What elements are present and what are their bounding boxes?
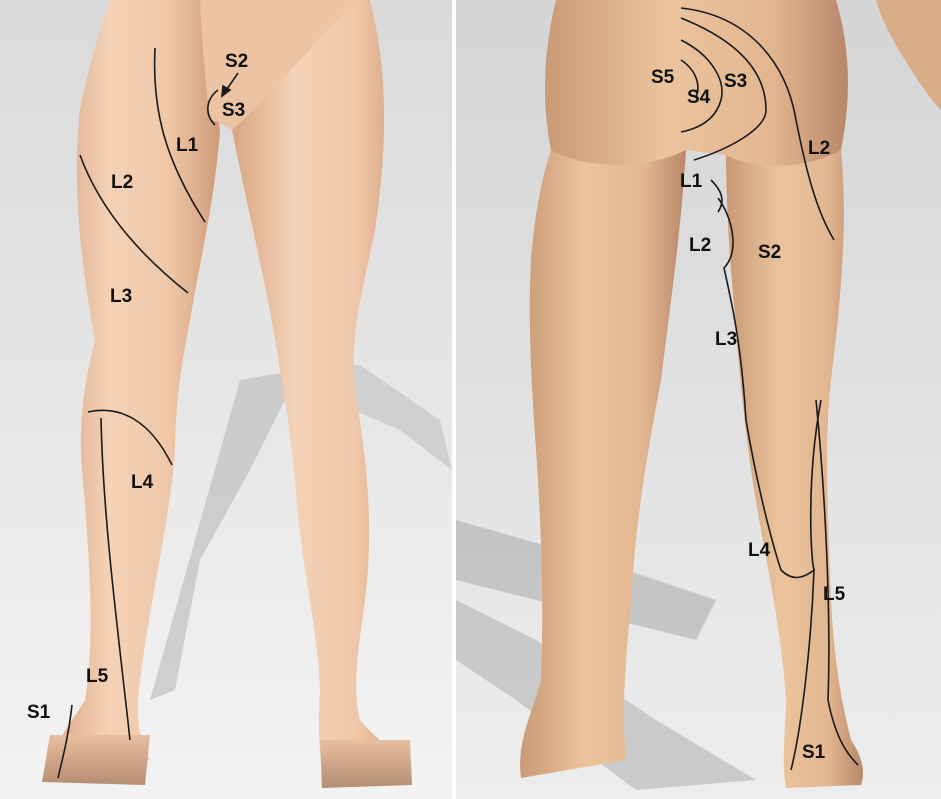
front-label-l5: L5 xyxy=(86,667,108,686)
front-label-s1: S1 xyxy=(27,703,50,722)
front-label-l4: L4 xyxy=(131,473,153,492)
back-label-l3: L3 xyxy=(715,330,737,349)
back-view-panel: S5 S4 S3 L2 L1 L2 S2 L3 L4 L5 S1 xyxy=(456,0,941,799)
back-label-s1: S1 xyxy=(802,743,825,762)
back-legs-illustration xyxy=(456,0,941,799)
back-label-s4: S4 xyxy=(687,88,710,107)
back-label-l1: L1 xyxy=(680,172,702,191)
front-label-s2: S2 xyxy=(225,52,248,71)
front-foot-right xyxy=(320,740,412,788)
front-label-l2: L2 xyxy=(111,173,133,192)
back-label-s5: S5 xyxy=(651,68,674,87)
back-label-l2-outer: L2 xyxy=(808,139,830,158)
front-label-l3: L3 xyxy=(110,287,132,306)
back-label-s2: S2 xyxy=(758,243,781,262)
back-label-l4: L4 xyxy=(748,541,770,560)
front-label-s3: S3 xyxy=(222,101,245,120)
back-label-l2-inner: L2 xyxy=(689,236,711,255)
back-label-l5: L5 xyxy=(823,585,845,604)
back-label-s3: S3 xyxy=(724,72,747,91)
front-label-l1: L1 xyxy=(176,136,198,155)
front-view-panel: S2 S3 L1 L2 L3 L4 L5 S1 xyxy=(0,0,452,799)
